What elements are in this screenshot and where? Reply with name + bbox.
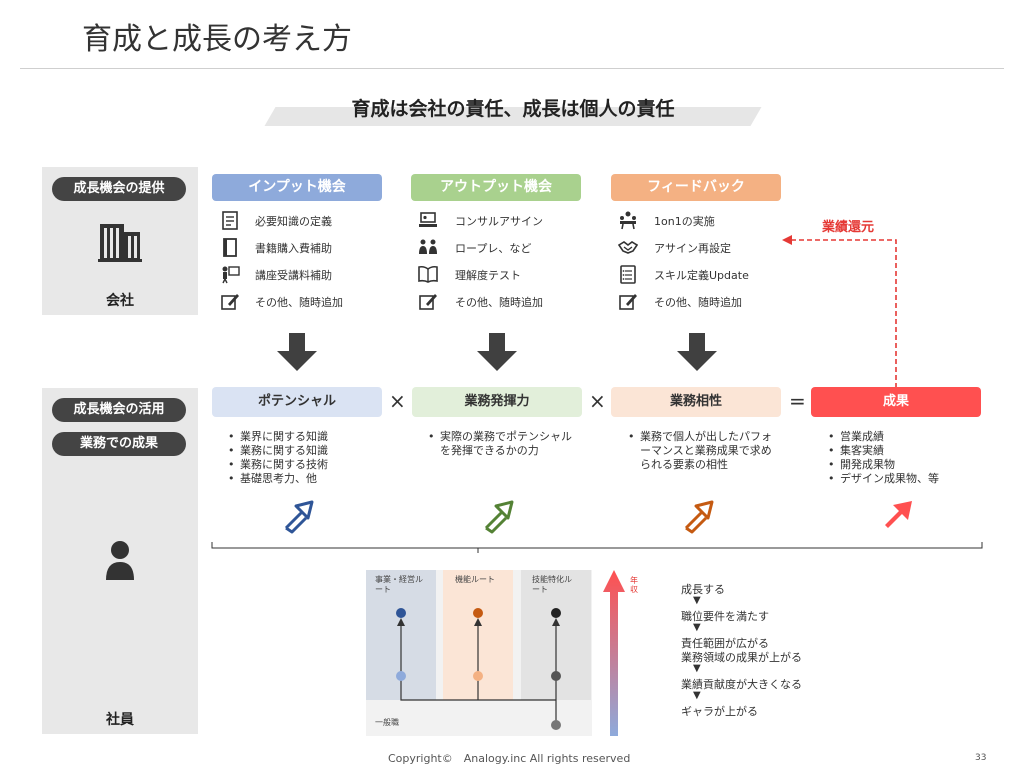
step-marker-1: ▼: [693, 595, 701, 606]
down-arrow-2: [477, 333, 517, 375]
input-item-2: 書籍購入費補助: [255, 242, 332, 255]
potential-bullets: 業界に関する知識 業務に関する知識 業務に関する技術 基礎思考力、他: [228, 430, 378, 486]
subtitle: 育成は会社の責任、成長は個人の責任: [351, 98, 675, 120]
list-item: 業務で個人が出したパフォーマンスと業務成果で求められる要素の相性: [628, 430, 778, 472]
meeting-icon: [618, 210, 638, 234]
document-icon: [220, 210, 240, 234]
result-bullets: 営業成績 集客実績 開発成果物 デザイン成果物、等: [828, 430, 978, 486]
edit-icon: [418, 291, 438, 315]
growth-step-6: ギャラが上がる: [681, 705, 758, 718]
edit-icon: [618, 291, 638, 315]
results-pill: 業務での成果: [52, 432, 186, 456]
down-arrow-1: [277, 333, 317, 375]
growth-gradient-arrow: [603, 570, 625, 736]
equals-operator: =: [789, 389, 806, 413]
input-item-3: 講座受講料補助: [255, 269, 332, 282]
growth-step-4: 業務領域の成果が上がる: [681, 651, 802, 664]
annual-income-label: 年収: [630, 576, 638, 594]
career-route-paths: [396, 608, 561, 730]
step-marker-4: ▼: [693, 690, 701, 701]
list-item: 基礎思考力、他: [228, 472, 378, 486]
output-opportunity-header: アウトプット機会: [411, 174, 581, 201]
output-item-2: ロープレ、など: [455, 242, 532, 255]
output-item-4: その他、随時追加: [455, 296, 543, 309]
growth-step-5: 業績貢献度が大きくなる: [681, 678, 802, 691]
up-right-arrow-red-icon: [880, 498, 916, 538]
employee-label: 社員: [106, 712, 134, 728]
open-book-icon: [418, 264, 438, 288]
input-opportunity-header: インプット機会: [212, 174, 382, 201]
handshake-icon: [617, 237, 639, 261]
growth-step-2: 職位要件を満たす: [681, 610, 769, 623]
feedback-item-4: その他、随時追加: [654, 296, 742, 309]
page-number: 33: [975, 753, 987, 763]
up-right-arrow-blue-icon: [280, 498, 316, 538]
potential-box: ポテンシャル: [212, 387, 382, 417]
step-marker-3: ▼: [693, 663, 701, 674]
person-icon: [104, 540, 136, 586]
feedback-item-1: 1on1の実施: [654, 215, 715, 228]
feedback-header: フィードバック: [611, 174, 781, 201]
consulting-icon: [418, 210, 438, 234]
building-icon: [98, 220, 142, 266]
performance-return-note: 業績還元: [822, 220, 875, 235]
output-item-3: 理解度テスト: [455, 269, 521, 282]
input-item-4: その他、随時追加: [255, 296, 343, 309]
list-item: 開発成果物: [828, 458, 978, 472]
result-box: 成果: [811, 387, 981, 417]
input-item-1: 必要知識の定義: [255, 215, 332, 228]
list-item: デザイン成果物、等: [828, 472, 978, 486]
summary-bracket: [211, 542, 983, 553]
copyright-footer: Copyright© Analogy.inc All rights reserv…: [388, 752, 631, 765]
specialist-route-label: 技能特化ルート: [532, 575, 572, 594]
list-item: 業務に関する技術: [228, 458, 378, 472]
times-operator-2: ×: [589, 389, 606, 413]
list-item: 実際の業務でポテンシャルを発揮できるかの力: [428, 430, 578, 458]
growth-step-3: 責任範囲が広がる: [681, 637, 769, 650]
feedback-item-3: スキル定義Update: [654, 269, 749, 282]
page-title: 育成と成長の考え方: [82, 22, 352, 57]
list-item: 業界に関する知識: [228, 430, 378, 444]
function-route-label: 機能ルート: [455, 575, 495, 584]
fit-box: 業務相性: [611, 387, 781, 417]
utilization-pill: 成長機会の活用: [52, 398, 186, 422]
edit-icon: [220, 291, 240, 315]
list-item: 集客実績: [828, 444, 978, 458]
fit-bullets: 業務で個人が出したパフォーマンスと業務成果で求められる要素の相性: [628, 430, 778, 472]
list-item: 業務に関する知識: [228, 444, 378, 458]
times-operator-1: ×: [389, 389, 406, 413]
business-route-label: 事業・経営ルート: [375, 575, 423, 594]
up-right-arrow-orange-icon: [680, 498, 716, 538]
book-icon: [220, 237, 240, 261]
down-arrow-3: [677, 333, 717, 375]
lecture-icon: [220, 264, 240, 288]
up-right-arrow-green-icon: [480, 498, 516, 538]
feedback-item-2: アサイン再設定: [654, 242, 731, 255]
company-label: 会社: [106, 293, 134, 309]
step-marker-2: ▼: [693, 622, 701, 633]
title-divider: [20, 68, 1004, 69]
output-item-1: コンサルアサイン: [455, 215, 543, 228]
performance-return-arrow: [782, 235, 897, 388]
growth-step-1: 成長する: [681, 583, 725, 596]
list-item: 営業成績: [828, 430, 978, 444]
general-staff-label: 一般職: [375, 718, 399, 727]
execution-box: 業務発揮力: [412, 387, 582, 417]
execution-bullets: 実際の業務でポテンシャルを発揮できるかの力: [428, 430, 578, 458]
roleplay-icon: [418, 237, 438, 261]
company-pill: 成長機会の提供: [52, 177, 186, 201]
checklist-icon: [618, 264, 638, 288]
